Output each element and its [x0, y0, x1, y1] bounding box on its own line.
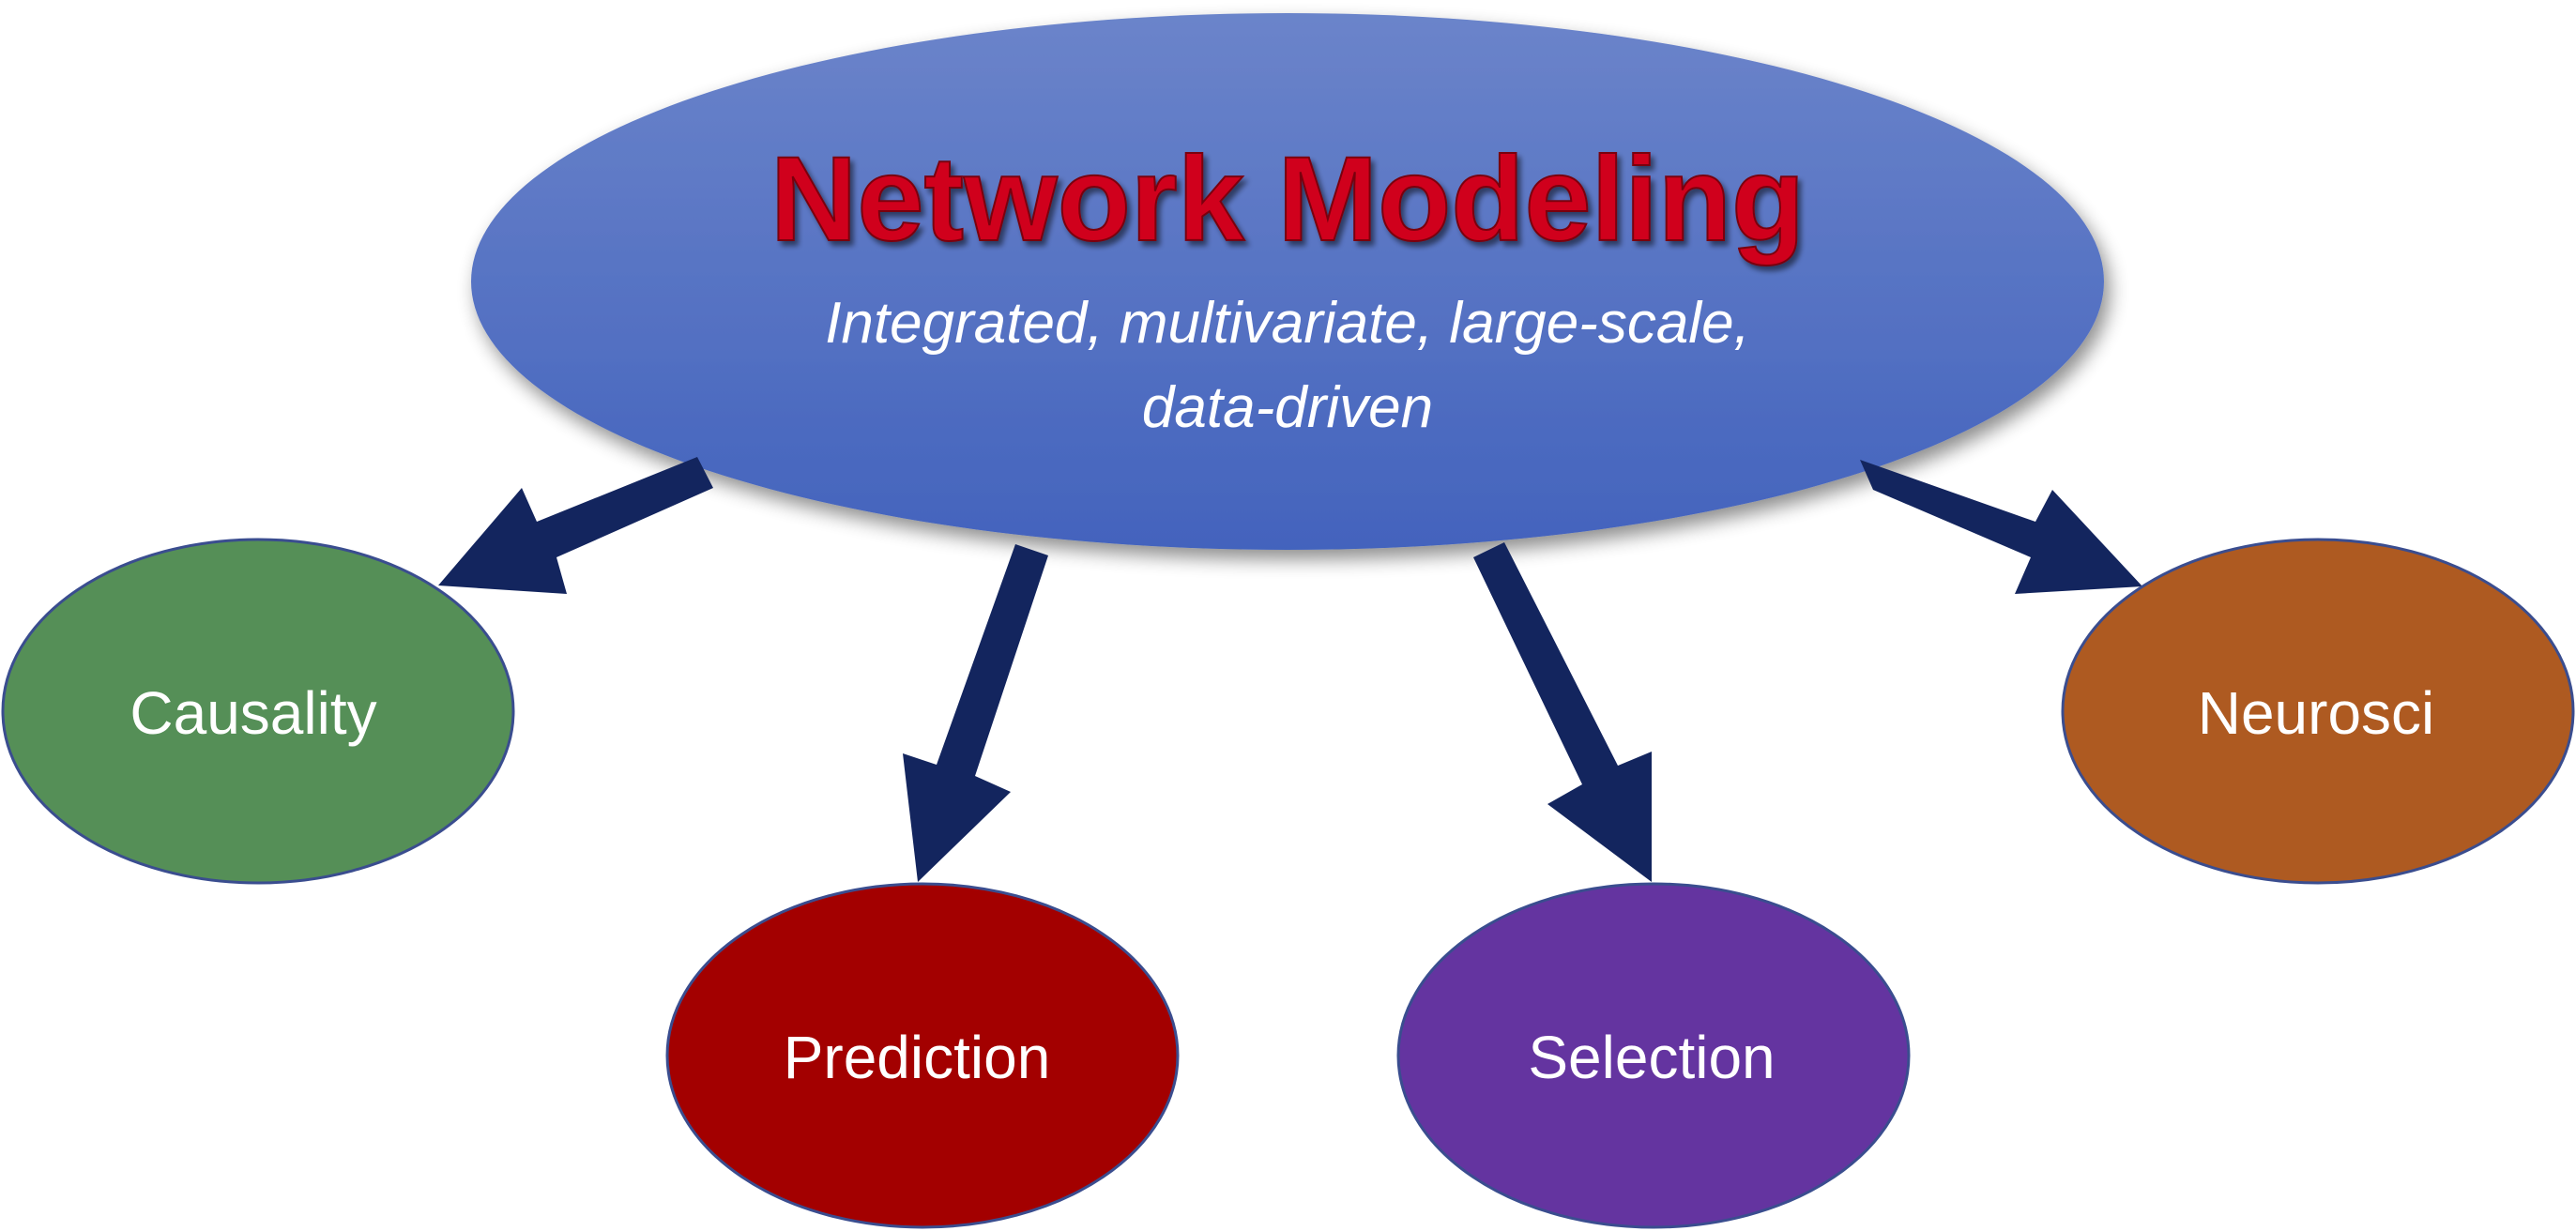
node-prediction: Prediction [665, 882, 1180, 1229]
main-title: Network Modeling [770, 132, 1805, 266]
selection-ellipse [1396, 882, 1911, 1229]
node-selection: Selection [1396, 882, 1911, 1229]
causality-label: Causality [130, 679, 376, 747]
arrow-to-causality [438, 457, 713, 594]
main-subtitle-line2: data-driven [1142, 375, 1433, 440]
main-subtitle-line1: Integrated, multivariate, large-scale, [825, 291, 1750, 356]
neurosci-label: Neurosci [2198, 679, 2435, 747]
main-node: Network Modeling Integrated, multivariat… [471, 13, 2104, 550]
arrow-to-neurosci [1860, 460, 2142, 594]
arrow-to-prediction [903, 544, 1048, 882]
arrow-to-selection [1473, 542, 1652, 882]
prediction-label: Prediction [784, 1024, 1051, 1091]
node-neurosci: Neurosci [2061, 538, 2575, 885]
neurosci-ellipse [2061, 538, 2575, 885]
node-causality: Causality [1, 538, 515, 885]
prediction-ellipse [665, 882, 1180, 1229]
arrows [438, 457, 2142, 882]
causality-ellipse [1, 538, 515, 885]
selection-label: Selection [1528, 1024, 1775, 1091]
main-ellipse [471, 13, 2104, 550]
